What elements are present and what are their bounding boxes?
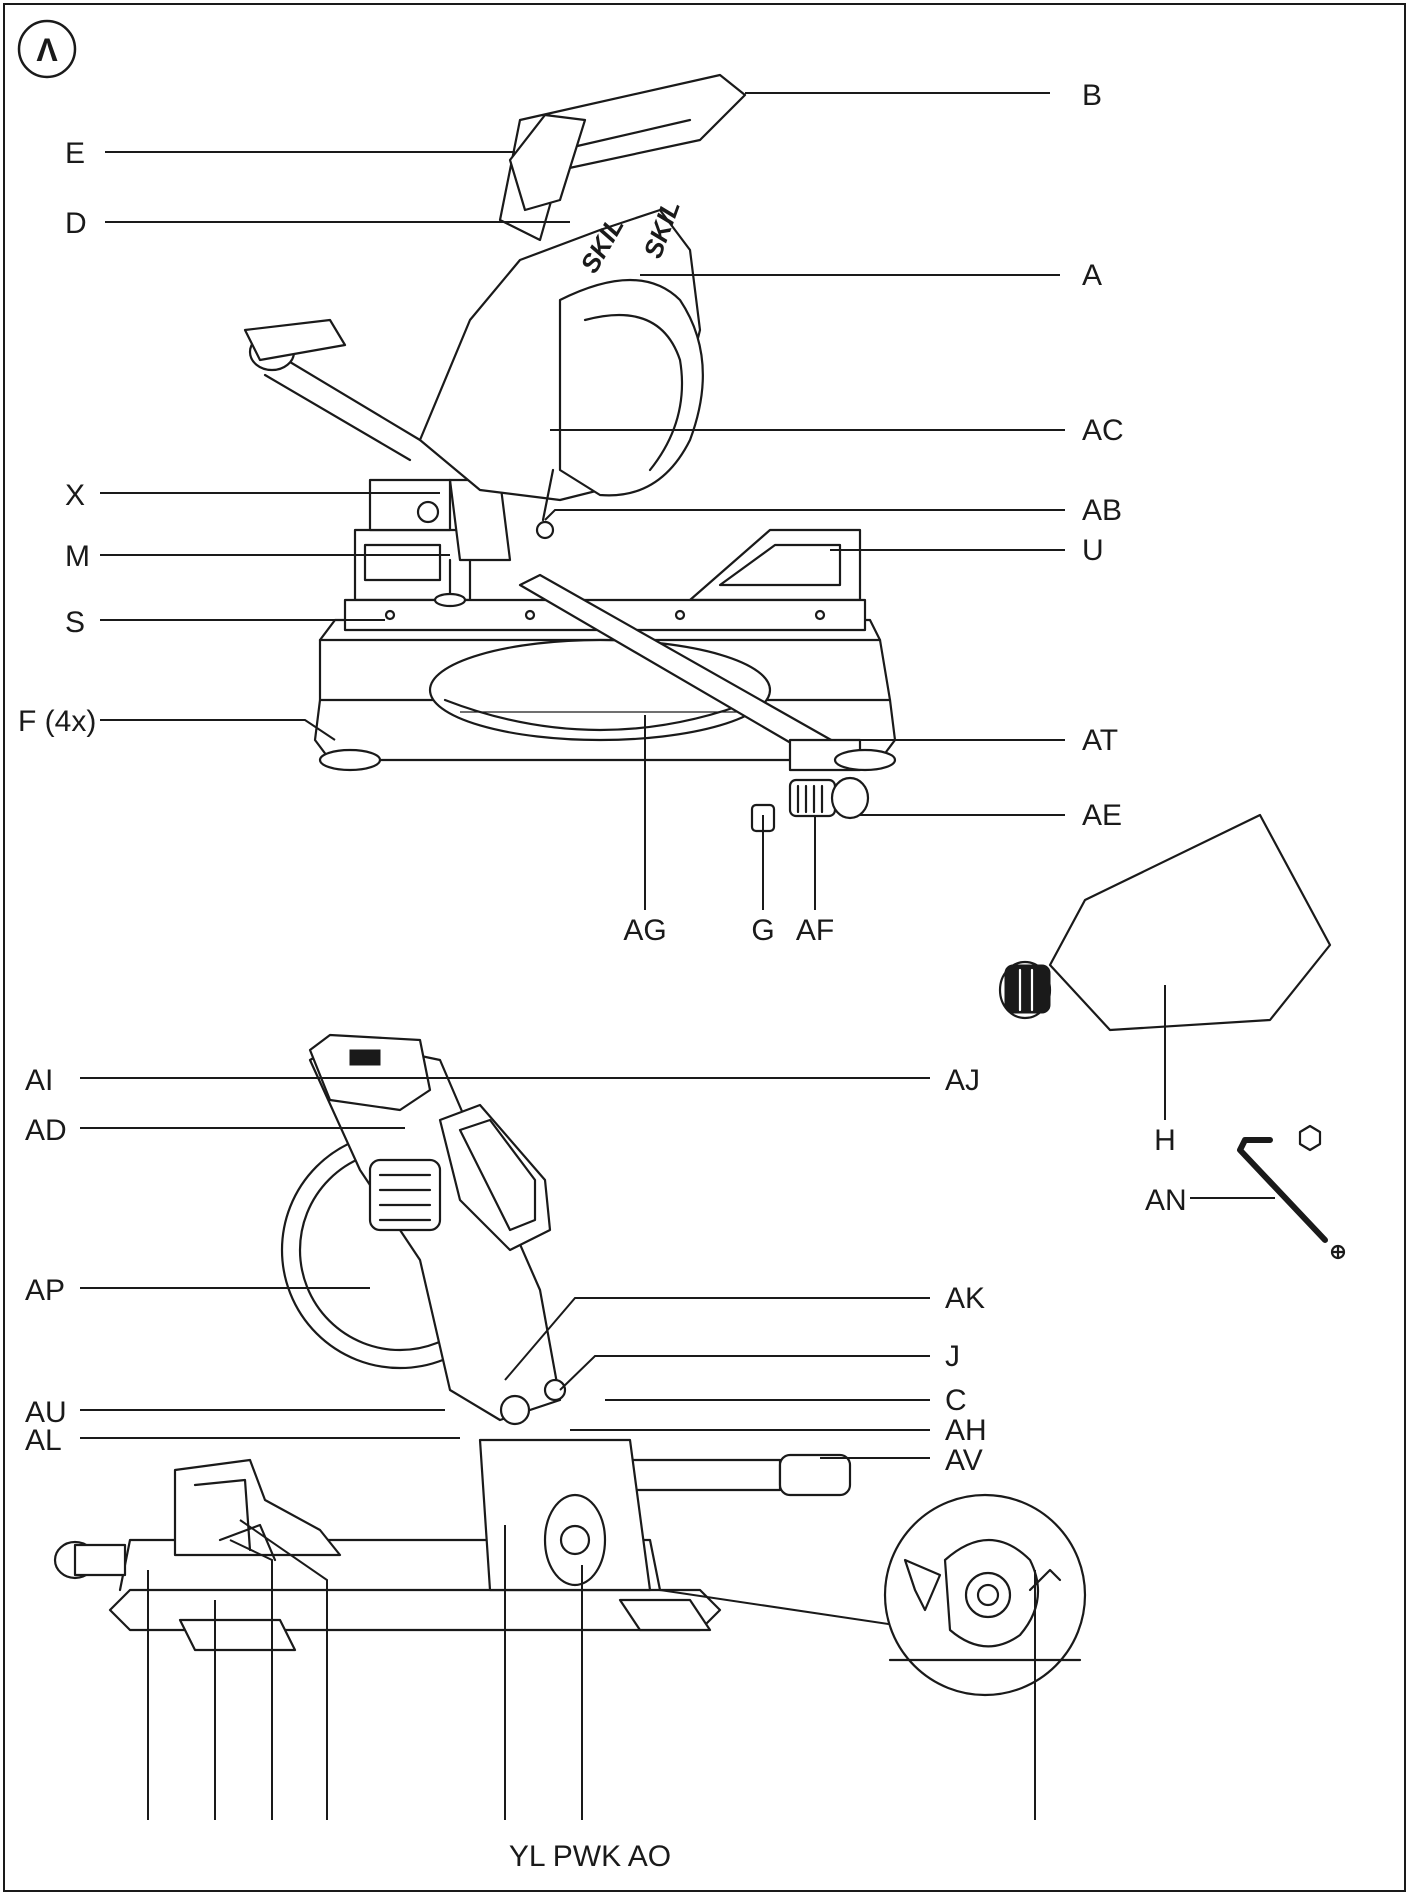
label-AP: AP: [25, 1274, 65, 1307]
label-E: E: [65, 137, 85, 170]
badge-text: Λ: [36, 32, 58, 68]
label-AG: AG: [623, 914, 666, 947]
label-D: D: [65, 207, 87, 240]
section-badge: Λ: [17, 19, 77, 79]
label-C: C: [945, 1384, 967, 1417]
label-J: J: [945, 1340, 960, 1373]
label-AF: AF: [796, 914, 834, 947]
label-AJ: AJ: [945, 1064, 980, 1097]
label-AT: AT: [1082, 724, 1118, 757]
detail-inset: [659, 1493, 1087, 1697]
label-AD: AD: [25, 1114, 67, 1147]
label-AI: AI: [25, 1064, 53, 1097]
label-F: F (4x): [18, 705, 96, 738]
label-AK: AK: [945, 1282, 985, 1315]
label-M: M: [65, 540, 90, 573]
leader-lines: [80, 92, 1275, 1820]
label-U: U: [1082, 534, 1104, 567]
label-G: G: [751, 914, 774, 947]
label-AN: AN: [1145, 1184, 1187, 1217]
label-B: B: [1082, 79, 1102, 112]
allen-key: [1237, 1124, 1346, 1260]
saw-rear-view: [53, 1033, 852, 1652]
label-AB: AB: [1082, 494, 1122, 527]
label-A: A: [1082, 259, 1102, 292]
label-H: H: [1154, 1124, 1176, 1157]
label-AV: AV: [945, 1444, 983, 1477]
label-bottom-row: YL PWK AO: [509, 1840, 671, 1873]
label-AE: AE: [1082, 799, 1122, 832]
label-S: S: [65, 606, 85, 639]
page-border: [3, 3, 1406, 1892]
dust-bag: [998, 813, 1332, 1032]
label-AH: AH: [945, 1414, 987, 1447]
label-AC: AC: [1082, 414, 1124, 447]
label-X: X: [65, 479, 85, 512]
callout-labels: B E D A AC X AB M U S F (4x) AT AE AG G …: [18, 79, 1187, 1873]
saw-front-view: SKIL SKIL: [243, 73, 897, 833]
label-AL: AL: [25, 1424, 62, 1457]
label-AU: AU: [25, 1396, 67, 1429]
